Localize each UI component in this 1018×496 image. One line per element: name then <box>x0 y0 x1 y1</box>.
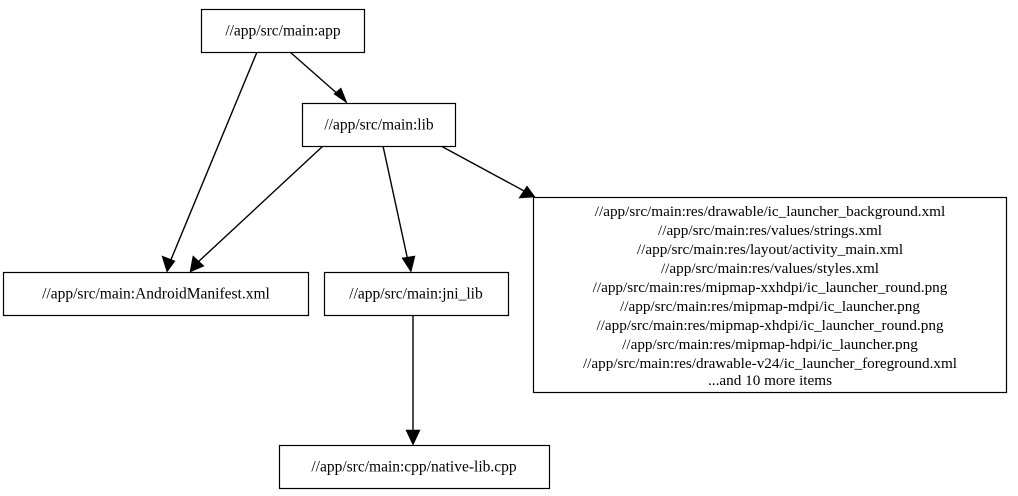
node-lib-box[interactable] <box>301 102 457 148</box>
edge-line-app-to-manifest <box>169 51 258 263</box>
node-native-lib-cpp[interactable]: //app/src/main:cpp/native-lib.cpp <box>278 444 551 490</box>
edge-line-lib-to-resources <box>440 145 527 193</box>
node-resources-line-2: //app/src/main:res/values/strings.xml <box>658 222 882 239</box>
edge-line-lib-to-jni-lib <box>382 145 409 262</box>
arrowhead-lib-to-jni-lib <box>401 255 416 273</box>
arrowhead-app-to-manifest <box>161 255 176 273</box>
arrowhead-app-to-lib <box>333 87 348 104</box>
node-resources-line-1: //app/src/main:res/drawable/ic_launcher_… <box>595 203 945 220</box>
node-resources-line-10: ...and 10 more items <box>708 372 832 389</box>
node-lib[interactable]: //app/src/main:lib <box>301 102 457 148</box>
node-native-lib-cpp-label: //app/src/main:cpp/native-lib.cpp <box>311 459 517 476</box>
node-native-lib-cpp-box[interactable] <box>278 444 551 490</box>
node-resources-line-7: //app/src/main:res/mipmap-xhdpi/ic_launc… <box>596 317 944 334</box>
edge-line-app-to-lib <box>289 51 341 97</box>
edge-lib-to-manifest <box>189 145 324 273</box>
arrowhead-lib-to-resources <box>518 185 536 199</box>
node-resources-line-9: //app/src/main:res/drawable-v24/ic_launc… <box>583 355 957 372</box>
node-resources-line-8: //app/src/main:res/mipmap-hdpi/ic_launch… <box>622 336 918 353</box>
node-lib-label: //app/src/main:lib <box>324 117 434 134</box>
node-resources-line-6: //app/src/main:res/mipmap-mdpi/ic_launch… <box>620 298 920 315</box>
edge-lib-to-jni-lib <box>382 145 416 273</box>
node-jni-lib[interactable]: //app/src/main:jni_lib <box>323 271 510 317</box>
edge-jni-lib-to-native-lib <box>405 316 421 446</box>
edge-app-to-lib <box>289 51 348 104</box>
node-resources-line-5: //app/src/main:res/mipmap-xxhdpi/ic_laun… <box>593 279 948 296</box>
edge-group <box>161 51 536 446</box>
node-jni-lib-label: //app/src/main:jni_lib <box>349 286 483 303</box>
node-app-label: //app/src/main:app <box>225 23 341 40</box>
node-app[interactable]: //app/src/main:app <box>200 8 366 54</box>
node-android-manifest-label: //app/src/main:AndroidManifest.xml <box>42 286 270 303</box>
arrowhead-jni-lib-to-native-lib <box>405 429 421 446</box>
edge-line-lib-to-manifest <box>196 145 324 264</box>
node-resources[interactable]: //app/src/main:res/drawable/ic_launcher_… <box>532 196 1008 394</box>
node-android-manifest[interactable]: //app/src/main:AndroidManifest.xml <box>2 271 310 317</box>
node-resources-box[interactable] <box>532 196 1008 394</box>
edge-lib-to-resources <box>440 145 536 199</box>
node-app-box[interactable] <box>200 8 366 54</box>
edge-app-to-manifest <box>161 51 258 273</box>
node-jni-lib-box[interactable] <box>323 271 510 317</box>
node-android-manifest-box[interactable] <box>2 271 310 317</box>
node-resources-line-3: //app/src/main:res/layout/activity_main.… <box>637 241 903 258</box>
node-resources-line-4: //app/src/main:res/values/styles.xml <box>661 260 879 277</box>
arrowhead-lib-to-manifest <box>189 255 205 273</box>
